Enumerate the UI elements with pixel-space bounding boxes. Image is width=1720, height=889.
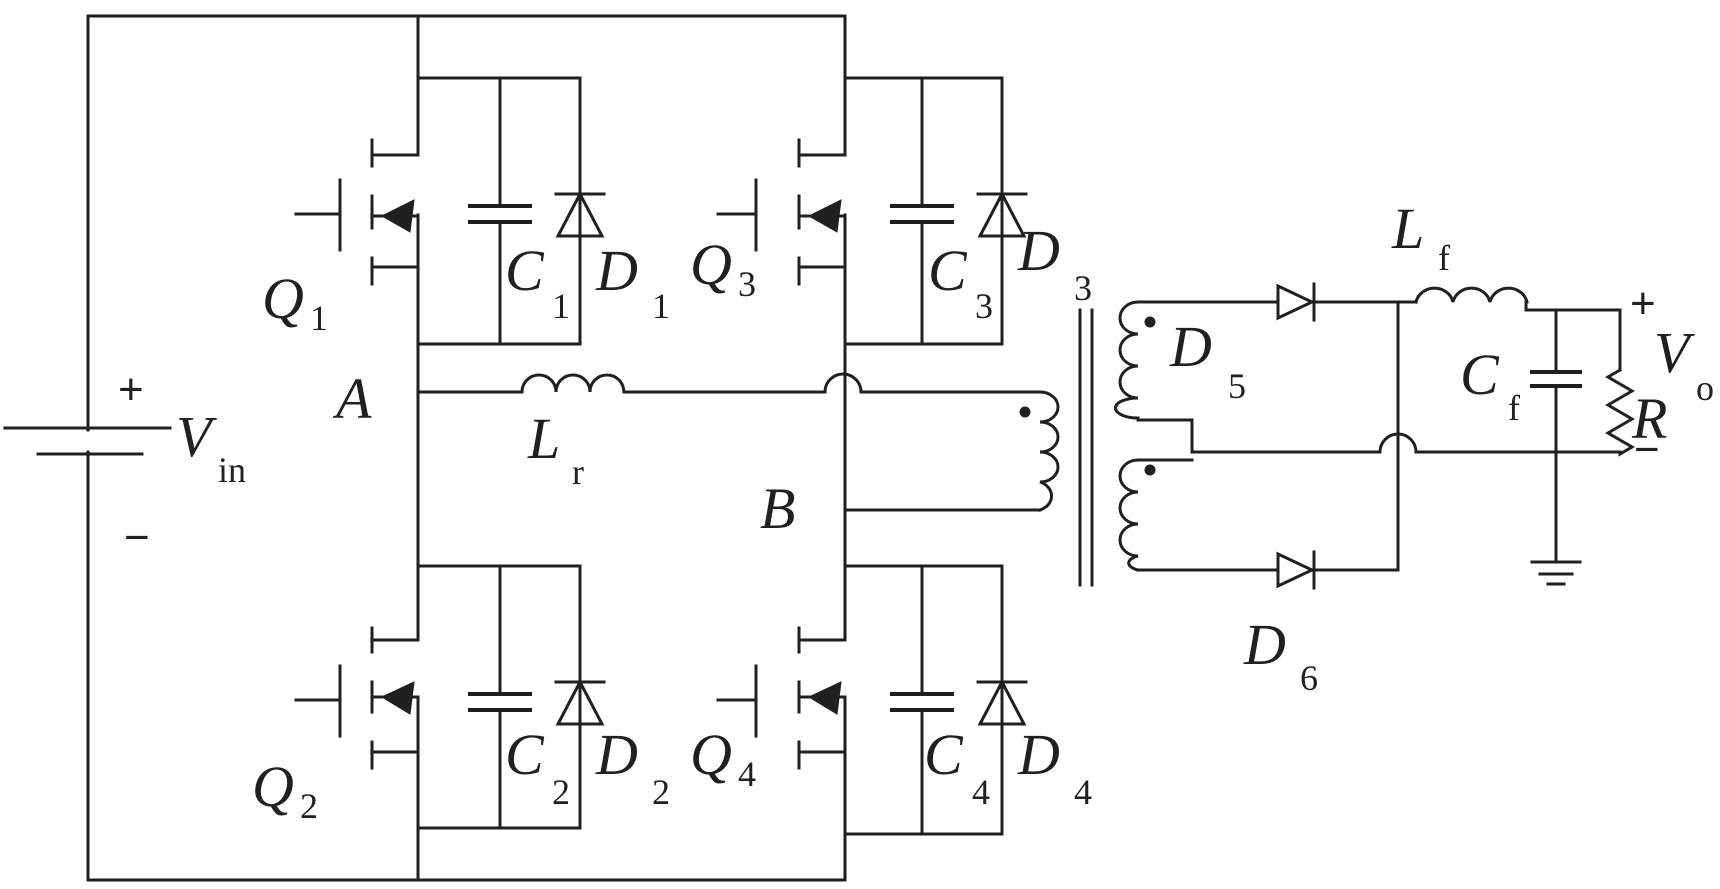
- svg-text:4: 4: [972, 772, 990, 812]
- capacitor-c2: [468, 692, 532, 712]
- svg-text:C: C: [505, 722, 545, 787]
- svg-text:in: in: [218, 450, 246, 490]
- svg-text:D: D: [1017, 722, 1060, 787]
- svg-text:D: D: [595, 722, 638, 787]
- svg-text:1: 1: [552, 286, 570, 326]
- svg-text:4: 4: [1074, 772, 1092, 812]
- svg-text:R: R: [1631, 386, 1667, 451]
- label-d5: D 5: [1169, 314, 1246, 406]
- label-d2: D 2: [595, 722, 670, 812]
- vo-plus-sign: +: [1630, 279, 1656, 328]
- diode-d5: [1276, 282, 1316, 322]
- diode-d1: [554, 190, 606, 238]
- svg-text:V: V: [176, 404, 218, 469]
- vin-minus-sign: −: [124, 513, 150, 562]
- svg-text:V: V: [1654, 320, 1696, 385]
- svg-text:C: C: [924, 722, 964, 787]
- svg-text:3: 3: [975, 286, 993, 326]
- transformer-secondary-top: [1114, 300, 1156, 420]
- svg-text:L: L: [1391, 196, 1424, 261]
- svg-text:6: 6: [1300, 658, 1318, 698]
- vin-plus-sign: +: [118, 365, 144, 414]
- label-vin: V in: [176, 404, 246, 490]
- svg-text:D: D: [1243, 612, 1286, 677]
- label-c2: C 2: [505, 722, 570, 812]
- label-lr: L r: [527, 406, 584, 492]
- label-q3: Q 3: [690, 232, 756, 304]
- mosfet-q3: [716, 138, 847, 286]
- label-q4: Q 4: [690, 722, 756, 794]
- label-cf: C f: [1460, 342, 1520, 428]
- resistor-r: [1605, 367, 1635, 457]
- svg-text:4: 4: [738, 754, 756, 794]
- svg-text:1: 1: [310, 298, 328, 338]
- svg-text:Q: Q: [690, 232, 732, 297]
- diode-d6: [1276, 550, 1316, 590]
- diode-d3: [976, 190, 1028, 238]
- label-q2: Q 2: [252, 754, 318, 826]
- svg-text:D: D: [1017, 218, 1060, 283]
- battery-symbol: [3, 426, 172, 456]
- label-q1: Q 1: [262, 266, 328, 338]
- capacitor-c1: [468, 204, 532, 224]
- label-c4: C 4: [924, 722, 990, 812]
- svg-text:2: 2: [552, 772, 570, 812]
- svg-text:Q: Q: [262, 266, 304, 331]
- ground-symbol: [1530, 560, 1582, 586]
- label-vo: V o: [1654, 320, 1714, 408]
- svg-text:f: f: [1438, 238, 1450, 278]
- output-wiring: [1136, 300, 1622, 572]
- label-d4: D 4: [1017, 722, 1092, 812]
- svg-text:o: o: [1696, 368, 1714, 408]
- svg-text:L: L: [527, 406, 560, 471]
- svg-text:3: 3: [738, 264, 756, 304]
- svg-text:2: 2: [652, 772, 670, 812]
- input-source-wiring: [86, 14, 847, 882]
- svg-text:C: C: [1460, 342, 1500, 407]
- diode-d2: [554, 678, 606, 726]
- label-r: R: [1631, 386, 1667, 451]
- label-node-a: A: [332, 366, 372, 431]
- mosfet-q4: [716, 626, 847, 770]
- svg-text:D: D: [595, 238, 638, 303]
- mosfet-q1: [294, 114, 420, 286]
- svg-text:Q: Q: [690, 722, 732, 787]
- inductor-lf: [1414, 286, 1529, 312]
- inductor-lr: [418, 372, 1042, 394]
- capacitor-c4: [890, 692, 954, 712]
- transformer-core: [1078, 308, 1094, 587]
- svg-text:1: 1: [652, 286, 670, 326]
- svg-text:Q: Q: [252, 754, 294, 819]
- svg-text:C: C: [928, 238, 968, 303]
- svg-text:2: 2: [300, 786, 318, 826]
- diode-d4: [976, 678, 1028, 726]
- label-d3: D 3: [1017, 218, 1092, 308]
- svg-text:3: 3: [1074, 268, 1092, 308]
- svg-text:r: r: [572, 452, 584, 492]
- label-d1: D 1: [595, 238, 670, 326]
- svg-text:f: f: [1508, 388, 1520, 428]
- left-leg-wiring: [416, 76, 582, 882]
- capacitor-cf: [1530, 370, 1582, 388]
- label-c1: C 1: [505, 238, 570, 326]
- label-node-b: B: [760, 476, 795, 541]
- label-d6: D 6: [1243, 612, 1318, 698]
- label-c3: C 3: [928, 238, 993, 326]
- mosfet-q2: [294, 626, 420, 770]
- vo-minus-sign: −: [1634, 425, 1660, 474]
- label-lf: L f: [1391, 196, 1450, 278]
- svg-text:C: C: [505, 238, 545, 303]
- svg-text:D: D: [1169, 314, 1212, 379]
- right-leg-wiring: [843, 76, 1004, 842]
- capacitor-c3: [890, 204, 954, 224]
- transformer-secondary-bottom: [1118, 458, 1156, 572]
- transformer-primary: [1019, 390, 1060, 512]
- svg-text:5: 5: [1228, 366, 1246, 406]
